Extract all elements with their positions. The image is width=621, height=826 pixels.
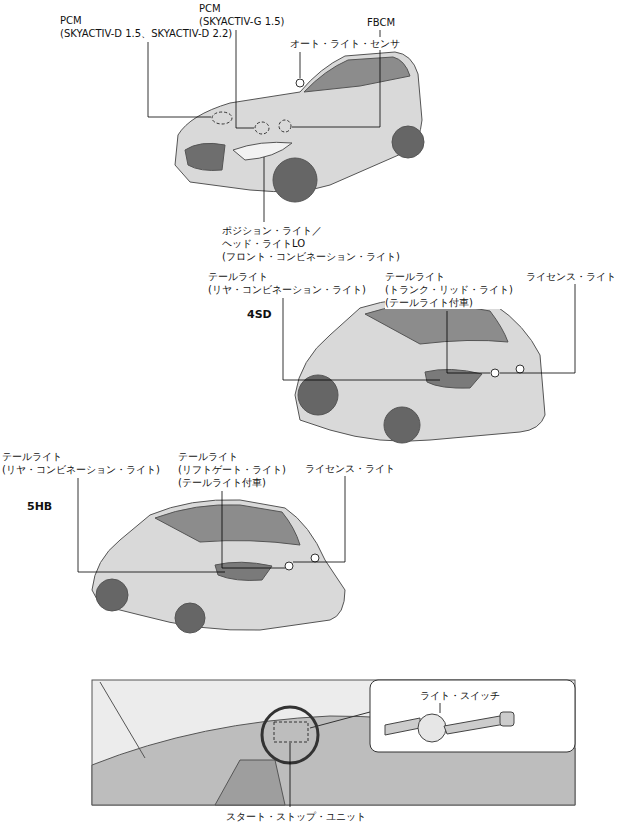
part-label: テールライト (トランク・リッド・ライト) (テールライト付車): [385, 270, 513, 309]
leader-line: [300, 52, 301, 78]
tail-light: [215, 562, 272, 580]
body-type-label: 4SD: [247, 308, 272, 321]
part-label: ライセンス・ライト: [305, 462, 395, 475]
switch-stalk: [444, 716, 505, 734]
car-body: [295, 297, 545, 441]
switch-body: [418, 714, 446, 742]
tail-light: [425, 369, 482, 388]
interior-view: [92, 680, 575, 805]
switch-knob: [500, 712, 514, 726]
leader-line: [290, 743, 291, 807]
part-label: テールライト (リヤ・コンビネーション・ライト): [2, 450, 160, 476]
fbcm-marker: [279, 120, 291, 132]
leader-line: [264, 157, 265, 222]
wheel: [273, 158, 317, 202]
body-type-label: 5HB: [27, 500, 52, 513]
lamp-marker: [491, 369, 499, 377]
car-window: [155, 505, 300, 545]
wheel: [392, 126, 424, 158]
wheel: [175, 603, 205, 633]
headlight: [233, 142, 292, 160]
leader-line: [148, 42, 211, 117]
pcm-marker: [212, 112, 232, 124]
part-label: オート・ライト・センサ: [290, 37, 400, 50]
sensor-marker: [296, 79, 304, 87]
leader-line: [78, 478, 225, 572]
part-label: ライト・スイッチ: [420, 689, 500, 702]
leader-line: [447, 311, 490, 373]
wheel: [298, 375, 338, 415]
wheel: [384, 407, 420, 443]
grille: [185, 143, 225, 170]
leader-line: [236, 30, 254, 128]
leader-line: [293, 476, 345, 562]
part-label: テールライト (リヤ・コンビネーション・ライト): [208, 270, 366, 296]
lamp-marker: [285, 562, 293, 570]
part-label: PCM (SKYACTIV-G 1.5): [199, 2, 284, 28]
part-label: ポジション・ライト／ ヘッド・ライトLO (フロント・コンビネーション・ライト): [222, 224, 400, 263]
lamp-marker: [311, 554, 319, 562]
inset-pointer: [310, 712, 370, 728]
wheel: [96, 579, 128, 611]
part-label: スタート・ストップ・ユニット: [226, 810, 366, 823]
unit-marker: [274, 722, 308, 742]
lamp-marker: [516, 365, 524, 373]
part-label: ライセンス・ライト: [526, 270, 616, 283]
inset-box: [370, 680, 575, 752]
car-window: [304, 57, 410, 92]
switch-stalk: [385, 718, 420, 735]
part-label: FBCM: [367, 16, 395, 29]
car-body: [92, 500, 345, 630]
pcm-marker: [255, 122, 269, 134]
leader-line: [440, 703, 441, 713]
car-window: [365, 304, 508, 344]
leader-line: [222, 491, 285, 568]
leader-line: [283, 298, 440, 380]
part-label: テールライト (リフトゲート・ライト) (テールライト付車): [178, 450, 286, 489]
center-console: [215, 760, 285, 805]
